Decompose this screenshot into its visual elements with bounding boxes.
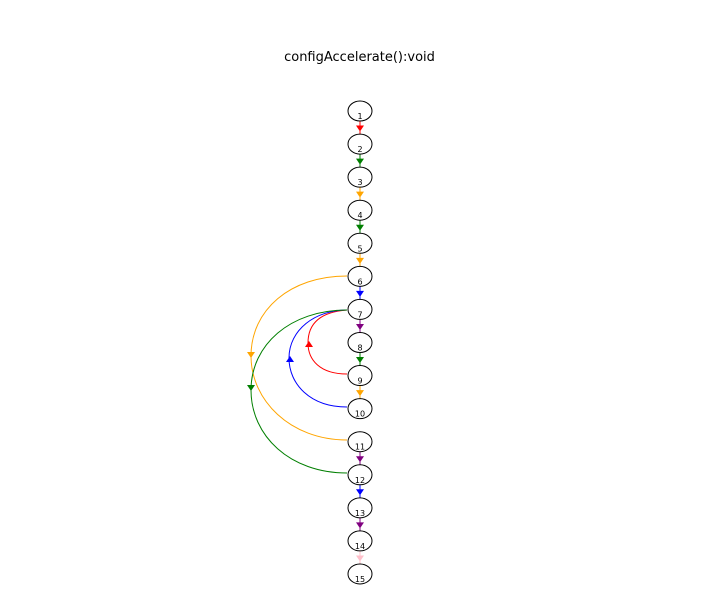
edge-8-9-arrow bbox=[356, 357, 364, 364]
edge-10-7 bbox=[288, 309, 348, 408]
node-label: 10 bbox=[355, 410, 365, 419]
node-label: 3 bbox=[357, 178, 362, 187]
node-shape bbox=[347, 398, 373, 420]
node-label: 9 bbox=[357, 377, 362, 386]
edge-7-12 bbox=[250, 309, 348, 474]
edge-5-6-arrow bbox=[356, 257, 364, 264]
node-shape bbox=[347, 232, 373, 254]
edge-7-12-arrow bbox=[247, 385, 255, 391]
node-label: 7 bbox=[357, 310, 362, 319]
node-shape bbox=[347, 331, 373, 353]
node-12: 12 bbox=[347, 464, 373, 486]
node-label: 11 bbox=[355, 443, 365, 452]
edge-1-2-arrow bbox=[356, 125, 364, 132]
edge-9-7 bbox=[307, 309, 348, 375]
node-10: 10 bbox=[347, 398, 373, 420]
edge-12-13-arrow bbox=[356, 489, 364, 496]
node-4: 4 bbox=[347, 199, 373, 221]
node-label: 14 bbox=[355, 542, 365, 551]
node-3: 3 bbox=[347, 166, 373, 188]
node-2: 2 bbox=[347, 133, 373, 155]
edge-11-12-arrow bbox=[356, 456, 364, 463]
node-label: 6 bbox=[357, 277, 362, 286]
node-14: 14 bbox=[347, 530, 373, 552]
node-shape bbox=[347, 199, 373, 221]
node-label: 15 bbox=[355, 575, 365, 584]
node-7: 7 bbox=[347, 298, 373, 320]
node-1: 1 bbox=[347, 100, 373, 122]
diagram-title: configAccelerate():void bbox=[284, 50, 435, 65]
node-shape bbox=[347, 530, 373, 552]
node-label: 8 bbox=[357, 343, 362, 352]
node-13: 13 bbox=[347, 497, 373, 519]
node-6: 6 bbox=[347, 265, 373, 287]
node-label: 13 bbox=[355, 509, 365, 518]
edge-3-4-arrow bbox=[356, 191, 364, 198]
edge-2-3-arrow bbox=[356, 158, 364, 165]
node-label: 5 bbox=[357, 244, 362, 253]
node-15: 15 bbox=[347, 563, 373, 585]
node-shape bbox=[347, 100, 373, 122]
node-shape bbox=[347, 265, 373, 287]
edges-layer bbox=[247, 121, 364, 564]
edge-7-8-arrow bbox=[356, 323, 364, 330]
node-shape bbox=[347, 166, 373, 188]
node-shape bbox=[347, 464, 373, 486]
node-shape bbox=[347, 431, 373, 453]
node-label: 4 bbox=[357, 211, 362, 220]
node-shape bbox=[347, 365, 373, 387]
edge-11-6-arrow bbox=[247, 352, 255, 358]
edge-4-5-arrow bbox=[356, 224, 364, 231]
node-9: 9 bbox=[347, 365, 373, 387]
edge-9-10-arrow bbox=[356, 390, 364, 397]
node-shape bbox=[347, 563, 373, 585]
edge-11-6 bbox=[250, 275, 348, 441]
node-label: 1 bbox=[357, 112, 362, 121]
edge-13-14-arrow bbox=[356, 522, 364, 529]
edge-14-15-arrow bbox=[356, 555, 364, 562]
node-shape bbox=[347, 298, 373, 320]
node-5: 5 bbox=[347, 232, 373, 254]
edge-10-7-arrow bbox=[286, 356, 294, 362]
node-label: 12 bbox=[355, 476, 365, 485]
edge-9-7-arrow bbox=[305, 341, 313, 347]
edge-6-7-arrow bbox=[356, 290, 364, 297]
node-label: 2 bbox=[357, 145, 362, 154]
node-11: 11 bbox=[347, 431, 373, 453]
node-shape bbox=[347, 133, 373, 155]
node-shape bbox=[347, 497, 373, 519]
node-8: 8 bbox=[347, 331, 373, 353]
